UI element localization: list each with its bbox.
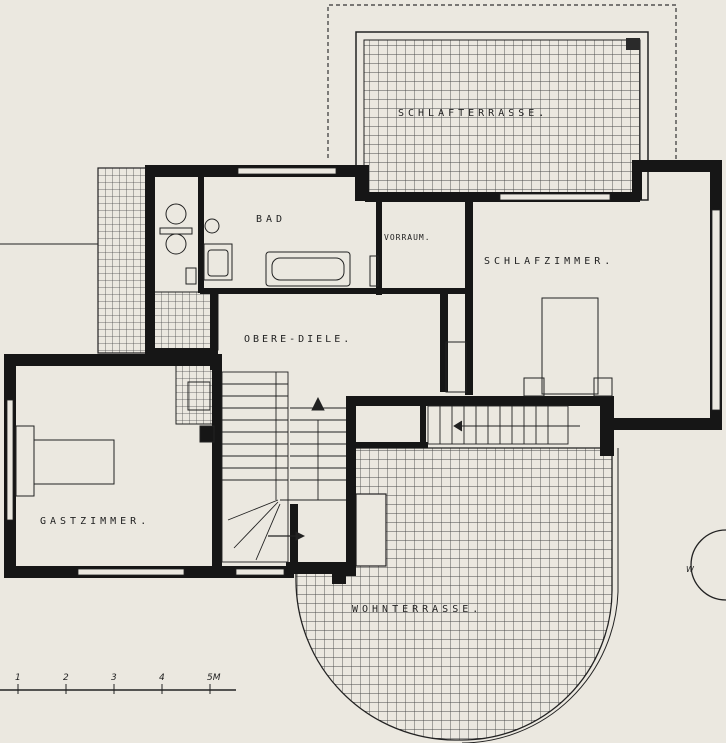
label-wohnterrasse: WOHNTERRASSE. xyxy=(352,604,482,615)
label-gastzimmer: GASTZIMMER. xyxy=(40,516,150,527)
stair-landing xyxy=(355,493,387,567)
roof-stair xyxy=(427,405,580,445)
guest-furniture xyxy=(15,381,215,497)
hall-tile-patch xyxy=(151,291,219,351)
compass-arc xyxy=(690,529,726,601)
guest-wash-tile xyxy=(175,363,215,425)
bedroom-furniture xyxy=(445,297,613,397)
scale-tick-1: 1 xyxy=(15,673,21,683)
bath-fixtures xyxy=(159,203,379,287)
label-schlafzimmer: SCHLAFZIMMER. xyxy=(484,256,614,267)
living-terrace-parapet xyxy=(461,448,619,743)
scale-tick-4: 4 xyxy=(159,673,165,683)
compass-label: W xyxy=(686,565,695,574)
scale-bar xyxy=(0,684,236,694)
label-schlafterrasse: SCHLAFTERRASSE. xyxy=(398,108,548,119)
label-obere-diele: OBERE-DIELE. xyxy=(244,334,352,345)
west-balcony xyxy=(97,167,149,354)
scale-tick-5: 5M xyxy=(207,673,221,683)
label-bad: BAD xyxy=(256,214,286,225)
label-vorraum: VORRAUM. xyxy=(384,233,431,242)
scale-tick-3: 3 xyxy=(111,673,117,683)
windows xyxy=(6,167,721,576)
staircase xyxy=(221,371,346,563)
sleeping-terrace xyxy=(355,31,649,201)
scale-tick-2: 2 xyxy=(63,673,69,683)
